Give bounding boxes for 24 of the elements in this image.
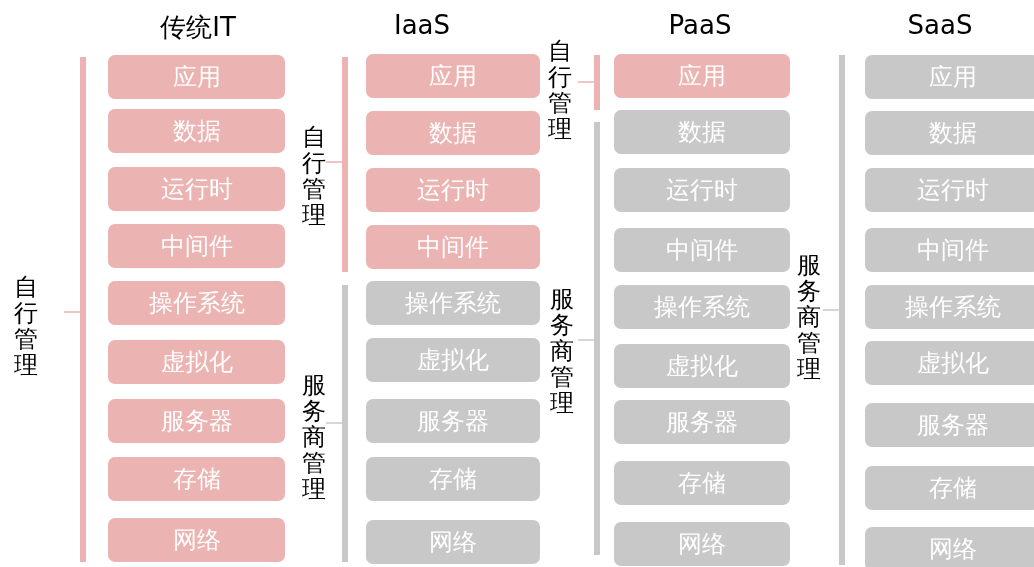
bracket-label: 自行管理 xyxy=(14,274,39,378)
layer-box: 中间件 xyxy=(108,224,285,268)
layer-box: 数据 xyxy=(366,111,540,155)
layer-box: 数据 xyxy=(108,109,285,153)
layer-box: 应用 xyxy=(614,54,790,98)
bracket-label: 服务商管理 xyxy=(797,252,822,382)
column-heading: SaaS xyxy=(907,10,973,40)
layer-box: 运行时 xyxy=(108,167,285,211)
bracket-label: 自行管理 xyxy=(302,124,327,228)
layer-box: 应用 xyxy=(366,54,540,98)
layer-box: 虚拟化 xyxy=(108,340,285,384)
layer-box: 网络 xyxy=(108,518,285,562)
bracket-label: 服务商管理 xyxy=(550,286,575,416)
column-heading: PaaS xyxy=(668,10,732,40)
bracket-label: 自行管理 xyxy=(548,38,573,142)
layer-box: 存储 xyxy=(108,457,285,501)
layer-box: 中间件 xyxy=(366,225,540,269)
layer-box: 操作系统 xyxy=(108,281,285,325)
bracket-label: 服务商管理 xyxy=(302,372,327,502)
layer-box: 运行时 xyxy=(366,168,540,212)
layer-box: 应用 xyxy=(108,55,285,99)
column-heading: IaaS xyxy=(394,10,450,40)
column-heading: 传统IT xyxy=(160,11,236,44)
layer-box: 服务器 xyxy=(108,399,285,443)
